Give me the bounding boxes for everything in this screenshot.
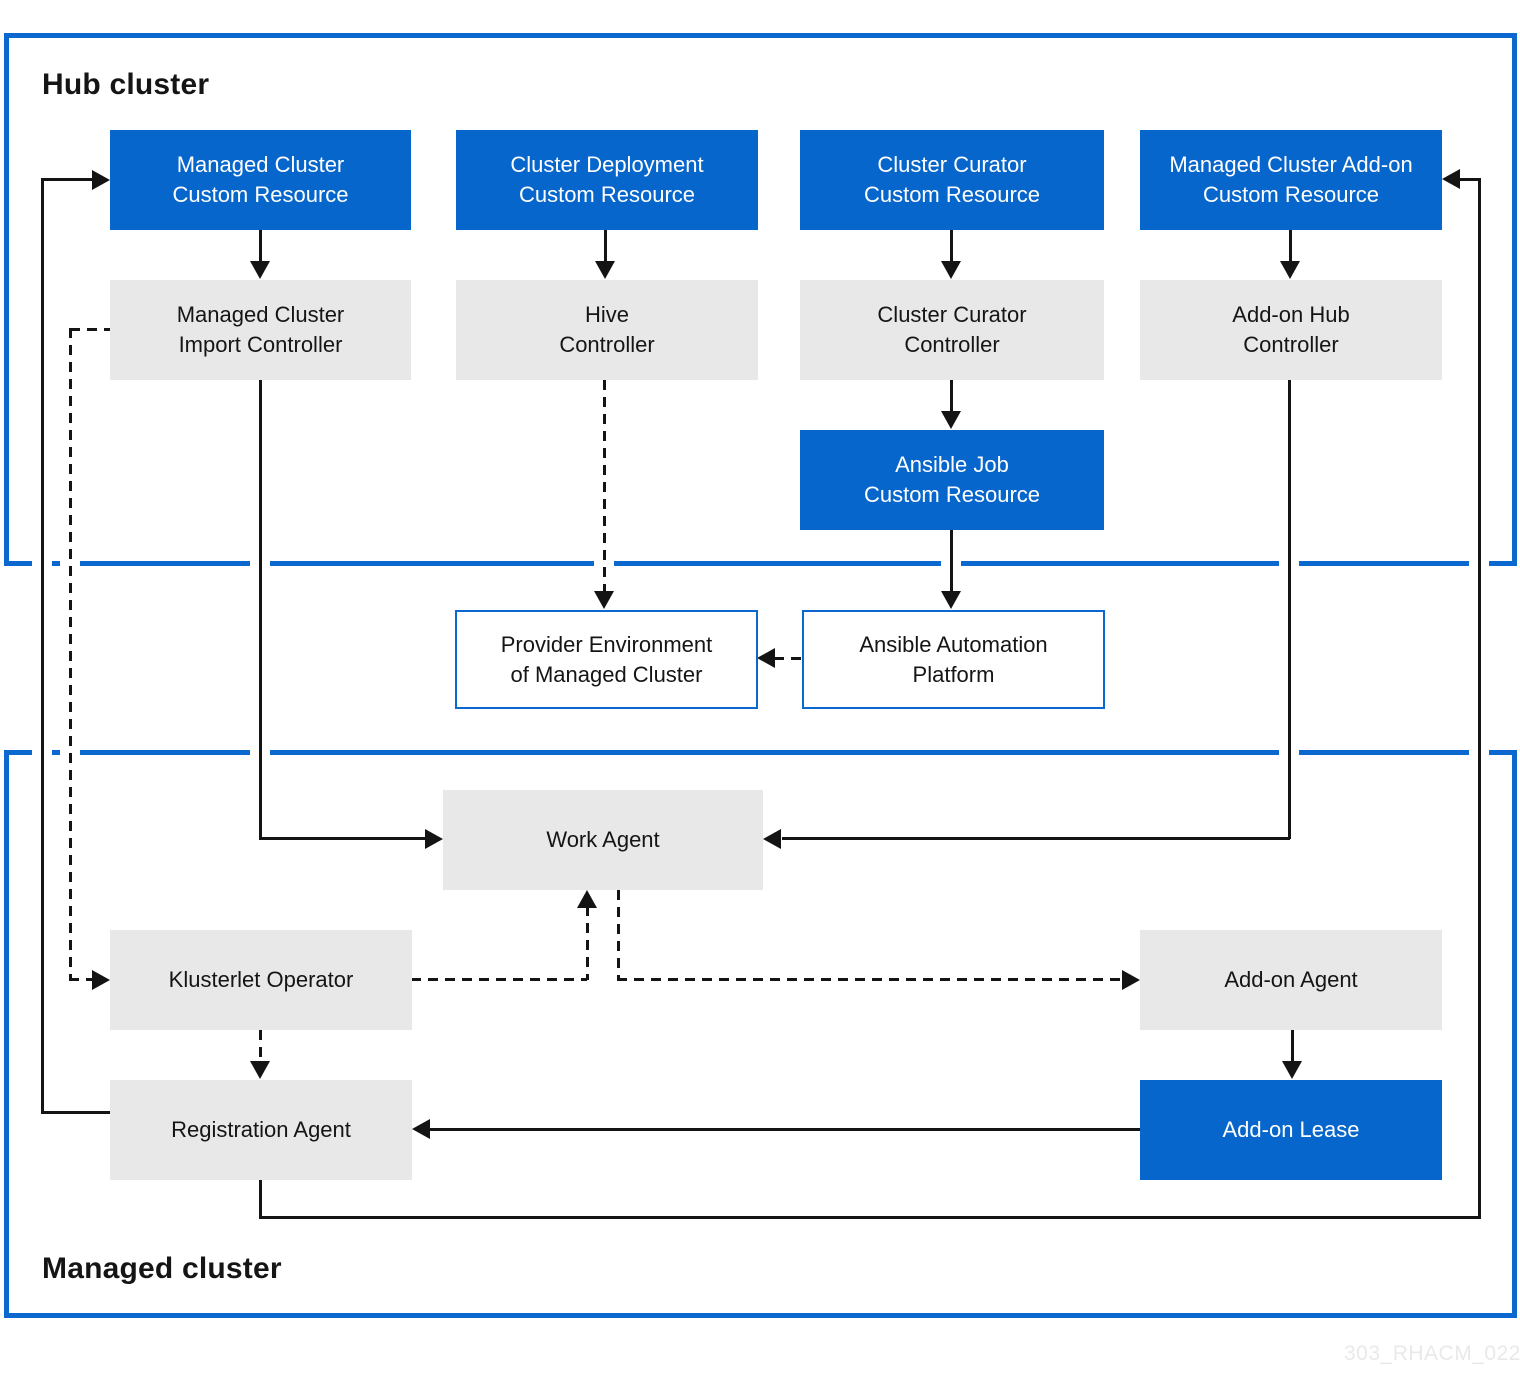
dashed-klusterlet-to-registration bbox=[259, 1030, 262, 1063]
node-addon-lease: Add-on Lease bbox=[1140, 1080, 1442, 1180]
arrowhead-left bbox=[757, 648, 775, 668]
connector-registration-to-mccr-v bbox=[41, 178, 44, 1114]
arrowhead-left bbox=[412, 1119, 430, 1139]
arrowhead-down bbox=[1282, 1061, 1302, 1079]
connector-registration-to-mccr-h1 bbox=[41, 1111, 111, 1114]
node-managed-cluster-custom-resource: Managed Cluster Custom Resource bbox=[110, 130, 411, 230]
connector-cccr-to-curatorctl bbox=[950, 230, 953, 262]
arrowhead-up bbox=[577, 890, 597, 908]
connector-lease-to-registration bbox=[430, 1128, 1140, 1131]
node-cluster-curator-controller: Cluster Curator Controller bbox=[800, 280, 1104, 380]
connector-addonhubctl-to-workagent-h bbox=[782, 837, 1290, 840]
arrowhead-down bbox=[250, 1061, 270, 1079]
watermark-text: 303_RHACM_0223 bbox=[1344, 1342, 1520, 1365]
connector-import-to-workagent-v bbox=[259, 380, 262, 839]
node-hive-controller: Hive Controller bbox=[456, 280, 758, 380]
node-ansible-job-custom-resource: Ansible Job Custom Resource bbox=[800, 430, 1104, 530]
dashed-workagent-to-addonagent-v bbox=[617, 890, 620, 980]
connector-curatorctl-to-ansiblejob bbox=[950, 380, 953, 412]
connector-cdcr-to-hive bbox=[604, 230, 607, 262]
node-registration-agent: Registration Agent bbox=[110, 1080, 412, 1180]
node-cluster-deployment-custom-resource: Cluster Deployment Custom Resource bbox=[456, 130, 758, 230]
arrowhead-down bbox=[250, 261, 270, 279]
arrowhead-right bbox=[92, 170, 110, 190]
dashed-import-to-klusterlet-h1 bbox=[70, 328, 110, 331]
node-work-agent: Work Agent bbox=[443, 790, 763, 890]
hub-cluster-container bbox=[4, 33, 1517, 566]
connector-addonagent-to-lease bbox=[1291, 1030, 1294, 1062]
arrowhead-down bbox=[594, 591, 614, 609]
connector-registration-to-mccr-h2 bbox=[41, 178, 93, 181]
arrowhead-right bbox=[425, 829, 443, 849]
arrowhead-left bbox=[1442, 169, 1460, 189]
dashed-hive-to-provider bbox=[603, 380, 606, 592]
connector-mccr-to-import bbox=[259, 230, 262, 262]
arrowhead-left bbox=[763, 829, 781, 849]
managed-cluster-container bbox=[4, 750, 1517, 1318]
dashed-import-to-klusterlet-v bbox=[69, 328, 72, 980]
node-managed-cluster-import-controller: Managed Cluster Import Controller bbox=[110, 280, 411, 380]
hub-cluster-title: Hub cluster bbox=[42, 68, 210, 101]
node-managed-cluster-addon-custom-resource: Managed Cluster Add-on Custom Resource bbox=[1140, 130, 1442, 230]
connector-registration-feedback-v2 bbox=[1478, 178, 1481, 1219]
connector-addonhubctl-to-workagent-v bbox=[1288, 380, 1291, 839]
node-addon-agent: Add-on Agent bbox=[1140, 930, 1442, 1030]
arrowhead-down bbox=[595, 261, 615, 279]
node-klusterlet-operator: Klusterlet Operator bbox=[110, 930, 412, 1030]
arrowhead-down bbox=[941, 261, 961, 279]
connector-registration-feedback-h1 bbox=[259, 1216, 1481, 1219]
connector-mcacr-to-addonhubctl bbox=[1289, 230, 1292, 262]
dashed-aap-to-provider bbox=[774, 657, 802, 660]
connector-registration-feedback-h2 bbox=[1460, 178, 1481, 181]
connector-import-to-workagent-h bbox=[259, 837, 427, 840]
arrowhead-right bbox=[92, 970, 110, 990]
arrowhead-down bbox=[941, 411, 961, 429]
node-provider-environment: Provider Environment of Managed Cluster bbox=[455, 610, 758, 709]
node-ansible-automation-platform: Ansible Automation Platform bbox=[802, 610, 1105, 709]
node-addon-hub-controller: Add-on Hub Controller bbox=[1140, 280, 1442, 380]
dashed-import-to-klusterlet-h2 bbox=[69, 978, 94, 981]
dashed-klusterlet-to-workagent-v bbox=[586, 906, 589, 980]
connector-registration-feedback-v1 bbox=[259, 1180, 262, 1219]
arrowhead-right bbox=[1122, 970, 1140, 990]
dashed-klusterlet-to-workagent-h bbox=[411, 978, 587, 981]
arrowhead-down bbox=[1280, 261, 1300, 279]
dashed-workagent-to-addonagent-h bbox=[617, 978, 1123, 981]
node-cluster-curator-custom-resource: Cluster Curator Custom Resource bbox=[800, 130, 1104, 230]
connector-ansiblejob-to-aap bbox=[950, 530, 953, 592]
arrowhead-down bbox=[941, 591, 961, 609]
managed-cluster-title: Managed cluster bbox=[42, 1252, 282, 1285]
